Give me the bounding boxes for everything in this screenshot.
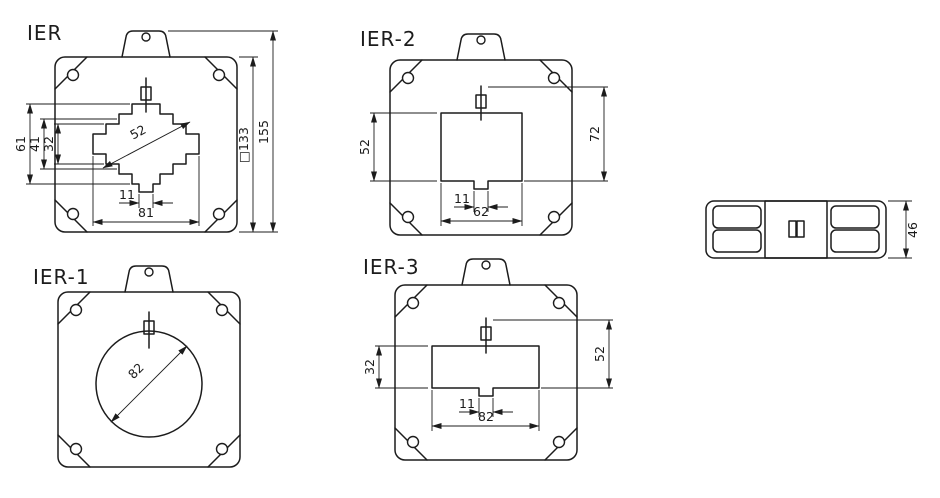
corner-chamfer-lines [394, 284, 578, 461]
extension-lines [488, 86, 608, 182]
dim-label-81: 81 [138, 205, 154, 220]
ier-view: IER 61 41 32 [13, 21, 278, 233]
extension-lines [40, 118, 117, 170]
mounting-hole [212, 68, 226, 82]
right-terminal-lower [830, 229, 880, 253]
mounting-hole [212, 207, 226, 221]
extension-lines [375, 345, 428, 389]
dim-label-82: 82 [478, 409, 494, 424]
tab-screw-hole [144, 267, 154, 277]
mounting-hole [547, 210, 561, 224]
dim-label-72: 72 [587, 126, 602, 142]
body-outline [389, 59, 573, 236]
mounting-hole [215, 442, 229, 456]
ier3-body [394, 258, 578, 461]
mounting-hole [552, 435, 566, 449]
stepped-window-opening [92, 103, 200, 193]
dim-label-11: 11 [459, 396, 475, 411]
ier2-view: IER-2 52 72 [357, 27, 608, 236]
mounting-hole [406, 435, 420, 449]
ier3-view: IER-3 32 52 [362, 255, 613, 461]
ier-body [54, 30, 238, 233]
mounting-hole [66, 207, 80, 221]
ier1-title: IER-1 [33, 265, 90, 289]
terminal-block [475, 94, 487, 109]
dim-label-133: □133 [236, 127, 251, 163]
ier-dimensions: 61 41 32 52 11 81 □133 155 [13, 30, 278, 233]
extension-lines [26, 103, 130, 185]
mounting-tab [121, 30, 171, 58]
dim-label-61: 61 [13, 136, 28, 152]
dim-label-11: 11 [119, 187, 135, 202]
window-opening [431, 345, 540, 397]
extension-lines [370, 112, 437, 182]
tab-screw-hole [481, 260, 491, 270]
ier2-title: IER-2 [360, 27, 417, 51]
dim-label-52: 52 [592, 346, 607, 362]
mounting-hole [401, 71, 415, 85]
mounting-tab [456, 33, 506, 61]
ier1-view: IER-1 82 [33, 265, 241, 468]
dim-label-41: 41 [27, 136, 42, 152]
dim-label-32: 32 [41, 136, 56, 152]
ier1-dimensions: 82 [110, 345, 188, 423]
mounting-hole [406, 296, 420, 310]
dim-line-diameter [110, 345, 188, 423]
left-terminal-upper [712, 205, 762, 229]
dim-line-diagonal [102, 121, 191, 169]
tab-screw-hole [476, 35, 486, 45]
dim-label-11: 11 [454, 191, 470, 206]
side-view: 46 [705, 200, 920, 259]
mounting-hole [401, 210, 415, 224]
mounting-hole [215, 303, 229, 317]
body-outline [57, 291, 241, 468]
window-opening [440, 112, 523, 190]
core-mark [796, 220, 805, 238]
side-dimensions: 46 [888, 200, 920, 259]
body-outline [394, 284, 578, 461]
tab-screw-hole [141, 32, 151, 42]
mounting-tab [124, 265, 174, 293]
dim-label-32: 32 [362, 359, 377, 375]
ier2-dimensions: 52 72 11 62 [357, 86, 608, 226]
ier3-dimensions: 32 52 11 82 [362, 319, 613, 431]
mounting-hole [69, 442, 83, 456]
mounting-tab [461, 258, 511, 286]
dim-label-52: 52 [357, 139, 372, 155]
dim-label-46: 46 [905, 222, 920, 238]
ier3-title: IER-3 [363, 255, 420, 279]
mounting-hole [552, 296, 566, 310]
extension-lines [493, 319, 613, 389]
ier3-window [431, 317, 540, 397]
dim-label-82: 82 [125, 360, 147, 382]
extension-lines [92, 156, 200, 226]
mounting-hole [547, 71, 561, 85]
dim-label-52: 52 [127, 122, 148, 143]
right-terminal-upper [830, 205, 880, 229]
dim-label-155: 155 [256, 120, 271, 144]
ier1-window [95, 311, 203, 438]
ier2-window [440, 85, 523, 190]
extension-lines [54, 123, 104, 165]
mounting-hole [69, 303, 83, 317]
mounting-hole [66, 68, 80, 82]
dim-label-62: 62 [473, 204, 489, 219]
terminal-block [480, 326, 492, 341]
ier2-body [389, 33, 573, 236]
core-section [764, 200, 828, 259]
terminal-block [143, 320, 155, 335]
core-mark [788, 220, 797, 238]
left-terminal-lower [712, 229, 762, 253]
ier-title: IER [27, 21, 62, 45]
ier1-body [57, 265, 241, 468]
terminal-block [140, 86, 152, 101]
